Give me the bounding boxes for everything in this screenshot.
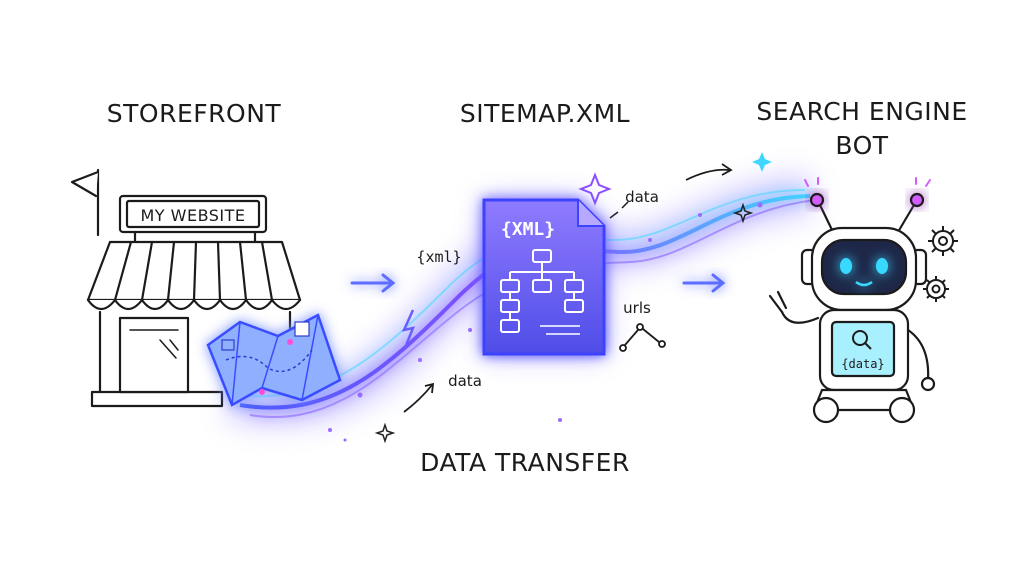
sitemap-doc-title: {XML} <box>501 219 555 240</box>
storefront-label: STOREFRONT <box>106 99 282 128</box>
lightning-icon <box>401 309 416 349</box>
data-label-bottom: data <box>448 372 482 390</box>
sitemap-tree-icon <box>500 249 584 335</box>
sitemap-document <box>482 198 606 356</box>
arrow-right-icon <box>682 273 726 293</box>
search-engine-bot <box>768 177 936 424</box>
bot-label-line2: BOT <box>835 131 889 160</box>
map-icon <box>206 313 342 407</box>
star-sparkle-icon <box>374 422 396 444</box>
star-sparkle-icon <box>732 202 754 224</box>
data-transfer-label: DATA TRANSFER <box>420 448 630 477</box>
urls-label: urls <box>623 299 651 317</box>
storefront-sign-text: MY WEBSITE <box>140 206 245 225</box>
star-sparkle-icon <box>752 152 772 172</box>
robot-eyes <box>840 258 888 287</box>
star-sparkle-icon <box>578 172 612 206</box>
gear-icon <box>928 226 958 256</box>
magnifier-icon <box>852 330 872 350</box>
robot-screen-text: {data} <box>841 357 884 371</box>
bot-label-line1: SEARCH ENGINE <box>756 97 968 126</box>
annotation-arrow <box>685 168 731 181</box>
arrow-right-icon <box>350 273 396 293</box>
xml-tag-label: {xml} <box>416 248 461 266</box>
data-label-top: data <box>625 188 659 206</box>
gear-icon <box>923 276 949 302</box>
annotation-arrow <box>403 384 433 413</box>
sitemap-label: SITEMAP.XML <box>459 99 631 128</box>
storefront-building <box>70 168 302 408</box>
search-engine-bot-label: SEARCH ENGINE BOT <box>752 95 972 163</box>
url-nodes-icon <box>619 323 666 352</box>
